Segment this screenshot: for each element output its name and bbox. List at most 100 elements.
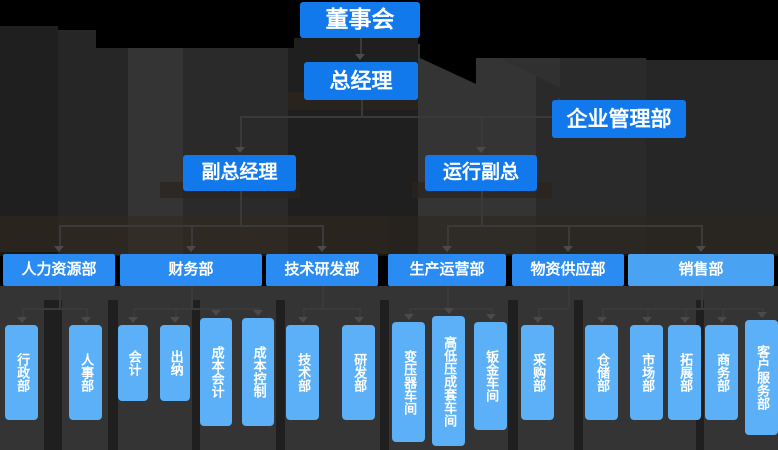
node-leaf-sales-1[interactable]: 市场部 — [630, 325, 663, 420]
connector-vertical — [59, 225, 61, 248]
node-emd[interactable]: 企业管理部 — [552, 100, 686, 138]
connector-vertical — [646, 308, 649, 319]
connector-vertical — [490, 308, 493, 316]
node-leaf-fin-2[interactable]: 成本会计 — [200, 318, 232, 426]
connector-vertical — [701, 286, 703, 308]
node-leaf-ops-0[interactable]: 变压器车间 — [392, 322, 425, 442]
connector-arrow — [596, 317, 607, 323]
node-leaf-sales-2[interactable]: 拓展部 — [668, 325, 701, 420]
connector-horizontal — [481, 225, 701, 227]
connector-arrow — [170, 317, 180, 323]
bg-bottom-gap-1 — [44, 300, 62, 450]
node-sales[interactable]: 销售部 — [628, 254, 774, 286]
node-leaf-ops-1[interactable]: 高低压成套车间 — [432, 316, 465, 446]
connector-arrow — [679, 317, 690, 323]
node-vops[interactable]: 运行副总 — [425, 155, 537, 191]
bg-plate-left — [0, 22, 58, 252]
connector-horizontal — [239, 225, 322, 227]
connector-vertical — [322, 286, 324, 308]
connector-vertical — [447, 286, 449, 308]
bg-bottom-gap-3 — [192, 300, 200, 450]
node-board[interactable]: 董事会 — [300, 2, 420, 38]
node-leaf-rd-1[interactable]: 研发部 — [342, 325, 375, 420]
connector-vertical — [408, 308, 411, 316]
connector-arrow — [355, 54, 365, 60]
bg-bottom-gap-2 — [108, 300, 118, 450]
connector-vertical — [302, 308, 305, 319]
connector-horizontal — [601, 308, 762, 310]
connector-horizontal — [537, 308, 568, 310]
node-leaf-fin-1[interactable]: 出纳 — [160, 325, 190, 401]
connector-vertical — [59, 286, 61, 308]
connector-horizontal — [191, 225, 240, 227]
node-leaf-supply-0[interactable]: 采购部 — [521, 325, 554, 420]
connector-vertical — [360, 38, 362, 56]
connector-arrow — [54, 246, 64, 252]
connector-vertical — [481, 191, 483, 225]
node-leaf-sales-4[interactable]: 客户服务部 — [745, 320, 778, 435]
connector-vertical — [133, 308, 135, 319]
connector-arrow — [128, 317, 138, 323]
connector-horizontal — [239, 116, 481, 118]
node-leaf-sales-3[interactable]: 商务部 — [705, 325, 738, 420]
bg-wedge-2 — [420, 58, 476, 84]
node-leaf-fin-3[interactable]: 成本控制 — [242, 318, 274, 426]
connector-vertical — [701, 225, 703, 248]
connector-arrow — [403, 314, 414, 320]
connector-vertical — [358, 308, 361, 319]
connector-vertical — [721, 308, 724, 319]
connector-arrow — [16, 317, 27, 323]
connector-arrow — [532, 317, 543, 323]
connector-arrow — [476, 147, 486, 153]
connector-vertical — [21, 308, 24, 319]
connector-arrow — [186, 246, 196, 252]
connector-arrow — [353, 317, 364, 323]
node-vgm[interactable]: 副总经理 — [183, 155, 296, 191]
connector-vertical — [322, 225, 324, 248]
connector-vertical — [239, 191, 242, 225]
connector-vertical — [239, 116, 242, 149]
node-leaf-hr-1[interactable]: 人事部 — [69, 325, 102, 420]
connector-arrow — [443, 308, 454, 314]
connector-vertical — [447, 225, 449, 248]
connector-vertical — [361, 100, 363, 116]
node-hr[interactable]: 人力资源部 — [3, 254, 115, 286]
connector-vertical — [601, 308, 604, 319]
connector-vertical — [537, 308, 540, 319]
node-ops[interactable]: 生产运营部 — [388, 254, 506, 286]
connector-horizontal — [21, 308, 86, 310]
connector-vertical — [568, 225, 570, 248]
connector-vertical — [85, 308, 88, 319]
connector-arrow — [442, 246, 452, 252]
connector-arrow — [234, 147, 245, 153]
connector-vertical — [761, 308, 764, 314]
node-fin[interactable]: 财务部 — [120, 254, 262, 286]
node-supply[interactable]: 物资供应部 — [512, 254, 624, 286]
node-leaf-fin-0[interactable]: 会计 — [118, 325, 148, 401]
connector-vertical — [175, 308, 177, 319]
connector-arrow — [641, 317, 652, 323]
bg-bottom-gap-4 — [276, 300, 285, 450]
connector-vertical — [191, 225, 193, 248]
bg-wedge-4 — [500, 58, 560, 88]
connector-vertical — [481, 116, 483, 149]
node-leaf-rd-0[interactable]: 技术部 — [286, 325, 319, 420]
connector-arrow — [756, 312, 767, 318]
connector-horizontal — [361, 116, 552, 118]
connector-arrow — [80, 317, 91, 323]
bg-bottom-gap-6 — [508, 300, 518, 450]
bg-top-black-right — [420, 0, 778, 58]
node-leaf-sales-0[interactable]: 仓储部 — [585, 325, 618, 420]
node-gm[interactable]: 总经理 — [304, 62, 418, 100]
bg-band-brown-right — [388, 216, 778, 256]
bg-wedge-3 — [186, 48, 230, 72]
connector-arrow — [696, 246, 706, 252]
node-leaf-ops-2[interactable]: 钣金车间 — [474, 322, 507, 430]
connector-vertical — [191, 286, 193, 308]
connector-arrow — [317, 246, 327, 252]
node-rd[interactable]: 技术研发部 — [266, 254, 378, 286]
node-leaf-hr-0[interactable]: 行政部 — [5, 325, 38, 420]
connector-arrow — [253, 310, 263, 316]
connector-arrow — [297, 317, 308, 323]
